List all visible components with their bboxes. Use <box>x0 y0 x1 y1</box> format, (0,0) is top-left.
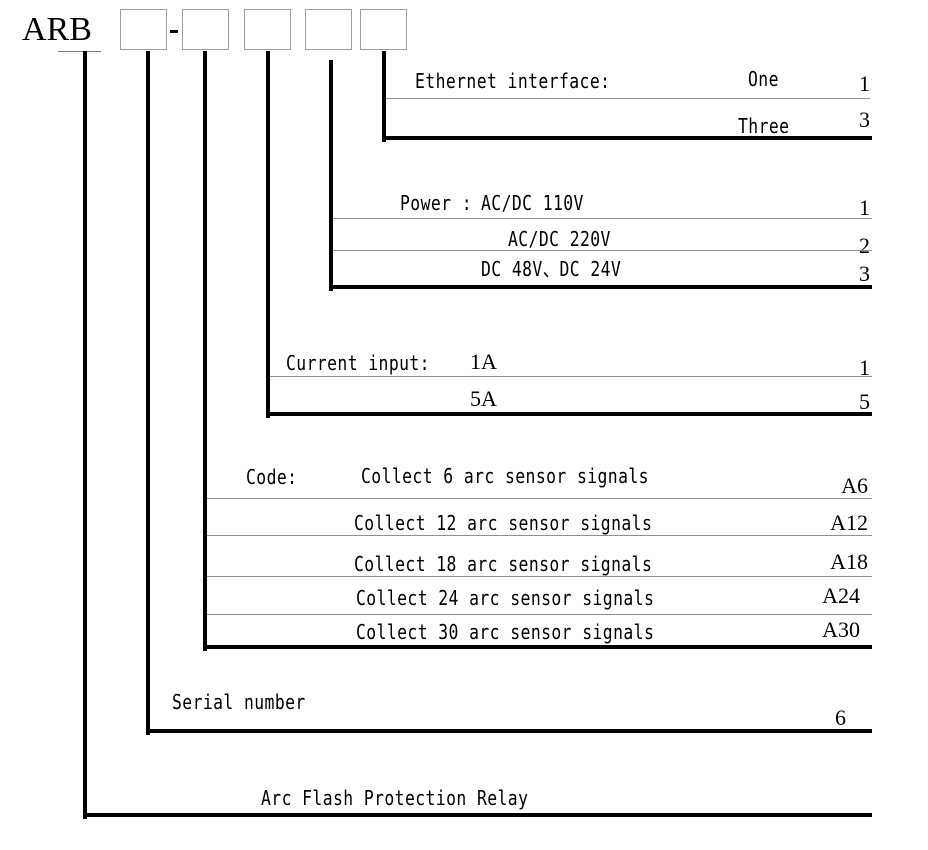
prefix-underline <box>58 51 101 52</box>
code-baseline <box>203 645 872 649</box>
divider-line <box>207 614 872 615</box>
current-option-code: 5 <box>859 389 870 414</box>
model-prefix: ARB <box>22 11 92 48</box>
code-option-code: A30 <box>822 617 860 642</box>
slot-box-code <box>182 9 229 50</box>
power-option-label: AC/DC 220V <box>508 227 611 251</box>
power-option-code: 2 <box>859 233 870 258</box>
ethernet-option-label: One <box>748 67 779 91</box>
ethernet-option-code: 3 <box>859 107 870 132</box>
power-title: Power : <box>400 191 472 215</box>
ethernet-title: Ethernet interface: <box>415 69 611 93</box>
serial-title: Serial number <box>172 690 306 714</box>
leader-line-code <box>203 51 207 651</box>
slot-box-serial <box>120 9 167 50</box>
divider-line <box>333 250 872 251</box>
divider-line <box>207 535 872 536</box>
code-option-label: Collect 18 arc sensor signals <box>354 552 653 576</box>
code-option-label: Collect 6 arc sensor signals <box>361 464 649 488</box>
product-baseline <box>83 813 872 817</box>
divider-line <box>207 498 872 499</box>
code-option-code: A18 <box>830 549 868 574</box>
slot-box-ethernet <box>360 9 407 50</box>
slot-box-power <box>305 9 352 50</box>
product-name: Arc Flash Protection Relay <box>261 786 529 810</box>
current-option-code: 1 <box>859 355 870 380</box>
divider-line <box>333 218 872 219</box>
code-title: Code: <box>246 465 298 489</box>
code-option-code: A12 <box>830 510 868 535</box>
code-option-code: A24 <box>822 583 860 608</box>
current-baseline <box>266 412 872 416</box>
ethernet-option-code: 1 <box>859 71 870 96</box>
ethernet-option-label: Three <box>738 114 790 138</box>
power-option-label: DC 48V、DC 24V <box>481 257 622 281</box>
code-option-label: Collect 30 arc sensor signals <box>356 620 655 644</box>
current-title: Current input: <box>286 351 430 375</box>
leader-line-power <box>329 60 333 291</box>
current-option-label: 5A <box>470 386 497 411</box>
separator-dash <box>170 30 178 33</box>
power-option-code: 1 <box>859 195 870 220</box>
code-option-label: Collect 12 arc sensor signals <box>354 511 653 535</box>
code-option-label: Collect 24 arc sensor signals <box>356 586 655 610</box>
leader-line-product <box>83 51 87 819</box>
ethernet-baseline <box>382 136 872 140</box>
divider-line <box>207 576 872 577</box>
leader-line-ethernet <box>382 51 386 142</box>
current-option-label: 1A <box>470 349 497 374</box>
serial-baseline <box>146 729 872 733</box>
divider-line <box>270 376 872 377</box>
serial-code: 6 <box>835 705 846 730</box>
divider-line <box>386 98 870 99</box>
power-option-label: AC/DC 110V <box>481 191 584 215</box>
slot-box-current <box>244 9 291 50</box>
power-baseline <box>329 285 872 289</box>
code-option-code: A6 <box>841 473 868 498</box>
leader-line-current <box>266 51 270 418</box>
leader-line-serial <box>146 51 150 735</box>
power-option-code: 3 <box>859 261 870 286</box>
